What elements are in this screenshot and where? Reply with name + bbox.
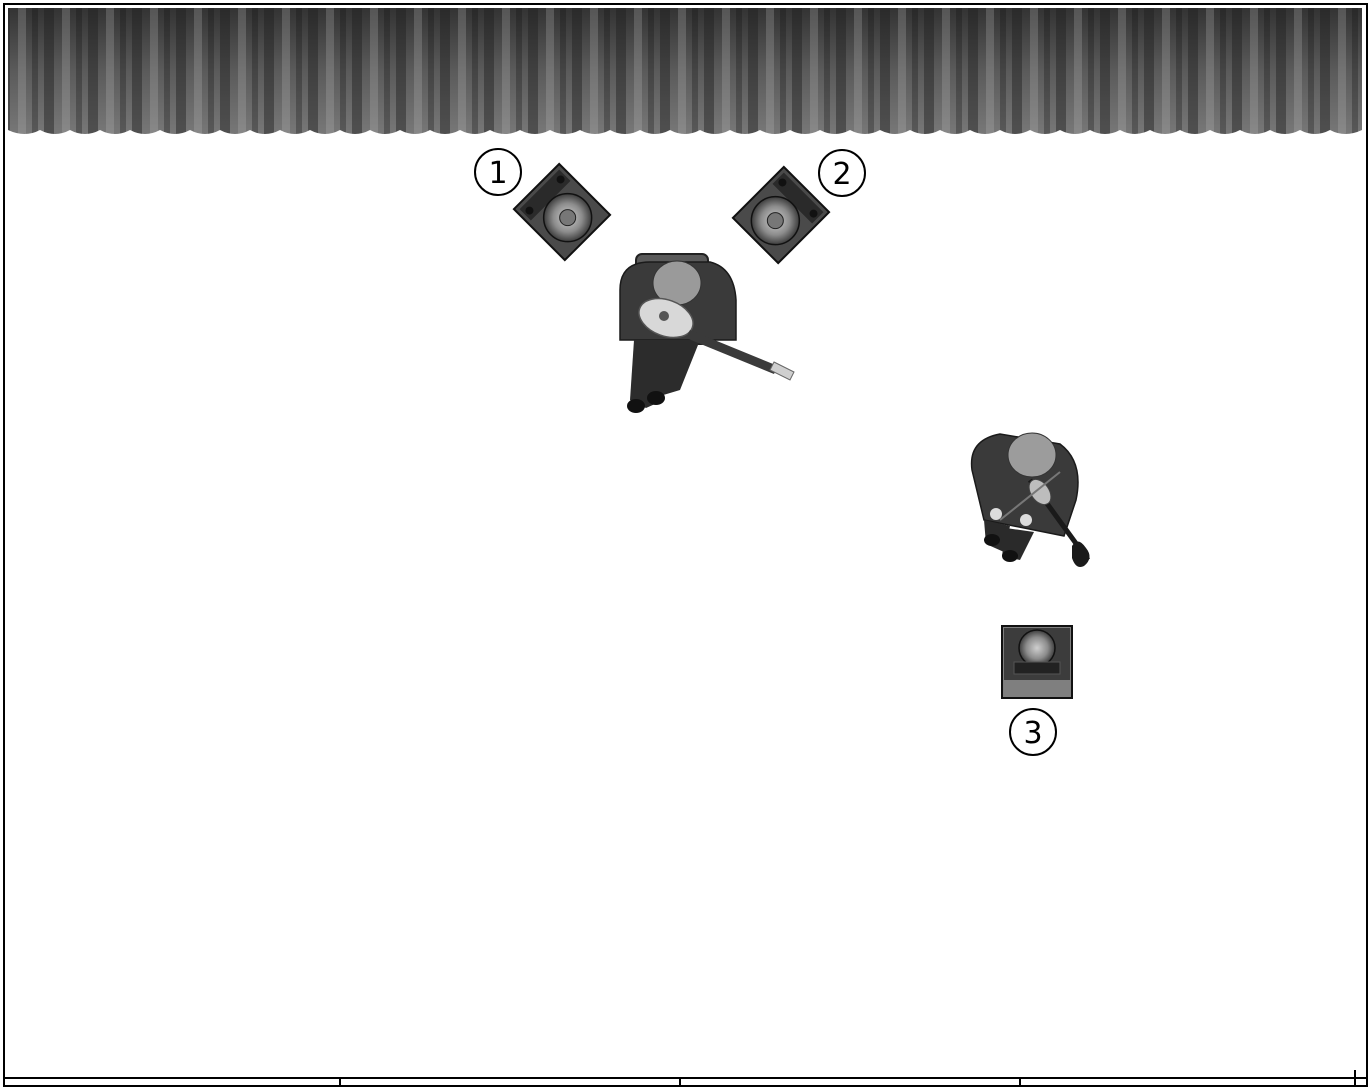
diagram-frame xyxy=(4,4,1367,1086)
callout-2-label: 2 xyxy=(832,157,851,192)
callout-3-label: 3 xyxy=(1023,716,1042,751)
callout-1: 1 xyxy=(475,149,521,195)
callout-2: 2 xyxy=(819,150,865,196)
callout-3: 3 xyxy=(1010,709,1056,755)
monitor-speaker-3 xyxy=(1002,626,1072,698)
callout-1-label: 1 xyxy=(488,156,507,191)
stage-curtain xyxy=(8,8,1362,134)
